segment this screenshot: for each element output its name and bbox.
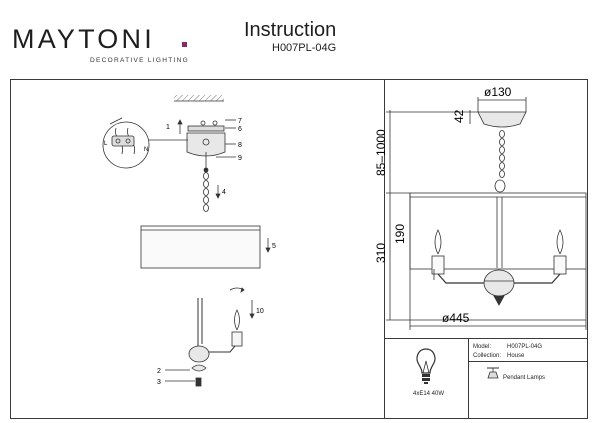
dimension-drawing xyxy=(386,97,587,330)
brand-name: MAYTONI xyxy=(12,24,155,54)
brand-tagline: DECORATIVE LIGHTING xyxy=(90,57,189,64)
dim-canopy-diameter: ø130 xyxy=(484,85,512,99)
step-number: 7 xyxy=(238,118,242,125)
step-number: 4 xyxy=(222,189,226,196)
brand-accent-dot xyxy=(182,42,187,47)
step-number: 8 xyxy=(238,142,242,149)
chain-segment xyxy=(203,167,209,212)
bulb-icon xyxy=(416,348,436,384)
dim-shade-height: 190 xyxy=(393,224,407,244)
product-info-table: 4xE14 40W Model: H007PL-04G Collection: … xyxy=(385,338,588,419)
step-number: 1 xyxy=(166,124,170,131)
dim-chain-range: 85–1000 xyxy=(374,129,388,176)
candle-holder-left xyxy=(431,255,445,275)
canopy-screw xyxy=(202,138,210,146)
category-label: Pendant Lamps xyxy=(503,375,546,381)
candle-arm-left xyxy=(437,273,484,284)
brand-logo: MAYTONI DECORATIVE LIGHTING xyxy=(12,24,188,68)
mounting-plate xyxy=(187,125,225,132)
collection-value: House xyxy=(507,353,525,359)
candle-holder xyxy=(231,331,243,347)
model-label: Model: xyxy=(473,344,492,350)
dim-shade-diameter: ø445 xyxy=(442,311,470,325)
mount-screw xyxy=(212,120,218,126)
center-ball xyxy=(188,345,210,363)
lamp-shade xyxy=(140,225,261,269)
canopy-body xyxy=(186,132,226,157)
chain xyxy=(494,130,506,193)
candle-arm-right xyxy=(514,273,561,284)
pendant-lamp-icon xyxy=(487,367,499,379)
bulb-rotate-arrowhead xyxy=(240,287,245,293)
step-number: 6 xyxy=(238,126,242,133)
step-number: 5 xyxy=(272,243,276,250)
finial-cap xyxy=(191,364,207,372)
step-1-arrowhead xyxy=(177,119,183,125)
step-number: 9 xyxy=(238,155,242,162)
step-number: 2 xyxy=(157,368,161,375)
page-title: Instruction xyxy=(244,19,337,41)
finial-screw xyxy=(195,377,202,387)
terminal-screw xyxy=(115,138,121,144)
step-4-arrowhead xyxy=(215,193,221,199)
dim-total-height: 310 xyxy=(374,243,388,263)
bulb-spec: 4xE14 40W xyxy=(413,391,445,397)
step-number: 3 xyxy=(157,379,161,386)
frame-divider xyxy=(384,79,385,419)
terminal-block xyxy=(111,135,135,147)
page-model-number: H007PL-04G xyxy=(272,42,337,54)
candle-bulb-right xyxy=(556,229,564,255)
candle-holder-right xyxy=(553,255,567,275)
candle-arm xyxy=(209,345,236,353)
center-ball xyxy=(483,269,515,297)
step-number: 10 xyxy=(256,308,264,315)
candle-bulb xyxy=(234,309,240,331)
ceiling-hatch xyxy=(174,95,224,101)
dim-canopy-height: 42 xyxy=(452,109,466,123)
wire-label-live: L xyxy=(104,141,108,147)
collection-label: Collection: xyxy=(473,353,502,359)
canopy-profile xyxy=(477,111,527,128)
wiring-detail-circle xyxy=(102,121,150,169)
model-value: H007PL-04G xyxy=(507,344,543,350)
assembly-steps-drawing xyxy=(102,95,271,387)
mount-screw xyxy=(200,120,206,126)
candle-bulb-left xyxy=(434,229,442,255)
terminal-screw xyxy=(125,138,131,144)
bottom-finial xyxy=(493,295,505,306)
step-5-arrowhead xyxy=(265,247,271,253)
wire-label-neutral: N xyxy=(144,147,148,153)
drawing-frame xyxy=(10,79,588,419)
wire-ground xyxy=(109,117,123,125)
step-10-arrowhead xyxy=(249,313,255,319)
